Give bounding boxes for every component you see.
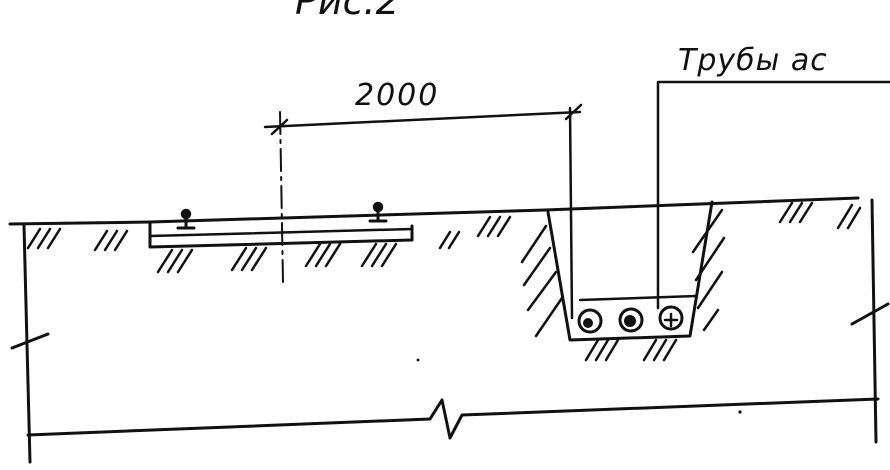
- right-boundary: [850, 198, 890, 444]
- track-slab: [148, 201, 414, 274]
- pipe-2: [618, 307, 644, 333]
- pipe-label: Трубы ас: [678, 43, 828, 78]
- ground-surface: [8, 196, 862, 252]
- pipe-1: [577, 308, 603, 334]
- trench: [520, 200, 726, 362]
- left-boundary: [10, 224, 50, 464]
- track-centerline: [279, 111, 284, 283]
- pipe-leader-line: [656, 80, 890, 310]
- pipe-3: [658, 305, 684, 331]
- bottom-break-line: [26, 397, 880, 440]
- rail-left: [176, 208, 196, 230]
- pipes: [577, 305, 684, 334]
- dimension-line: [263, 103, 583, 320]
- dimension-value: 2000: [355, 78, 439, 113]
- speck: [738, 410, 742, 414]
- speck: [416, 358, 420, 362]
- figure-label: Рис.2: [295, 0, 400, 23]
- rail-right: [368, 201, 388, 223]
